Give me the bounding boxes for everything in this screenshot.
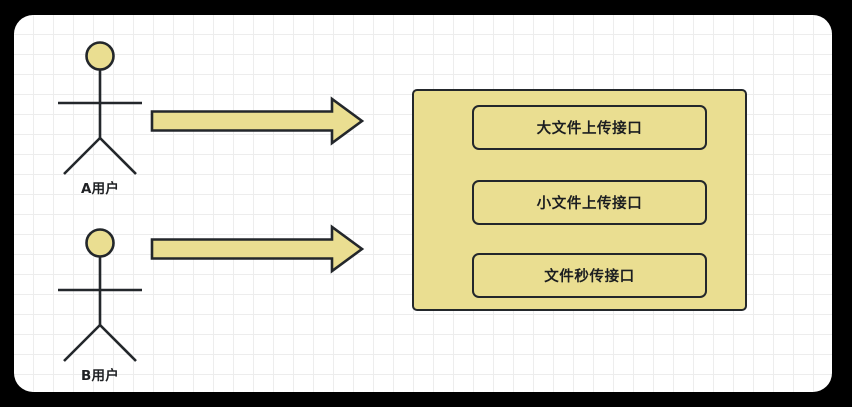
diagram-canvas: A用户 B用户 大文件上传接口	[14, 15, 832, 392]
arrow-b[interactable]	[150, 224, 366, 274]
interface-label: 大文件上传接口	[536, 121, 643, 137]
interface-panel: 大文件上传接口 小文件上传接口 文件秒传接口	[412, 89, 747, 311]
arrow-b-icon	[150, 224, 365, 274]
actor-b[interactable]	[30, 218, 170, 378]
actor-a-figure	[58, 41, 142, 175]
actor-head-icon	[85, 41, 115, 71]
actor-left-leg-line	[63, 137, 101, 175]
interface-small-file-upload[interactable]: 小文件上传接口	[472, 180, 707, 225]
actor-b-label: B用户	[81, 368, 119, 384]
actor-b-figure	[58, 228, 142, 362]
interface-large-file-upload[interactable]: 大文件上传接口	[472, 105, 707, 150]
arrow-a[interactable]	[150, 96, 366, 146]
actor-right-leg-line	[99, 324, 137, 362]
interface-label: 文件秒传接口	[544, 269, 635, 285]
interface-instant-file-upload[interactable]: 文件秒传接口	[472, 253, 707, 298]
actor-left-leg-line	[63, 324, 101, 362]
arrow-a-icon	[150, 96, 365, 146]
interface-label: 小文件上传接口	[536, 196, 643, 212]
actor-a-label: A用户	[80, 181, 120, 197]
actor-right-leg-line	[99, 137, 137, 175]
actor-head-icon	[85, 228, 115, 258]
actor-a[interactable]	[30, 31, 170, 191]
